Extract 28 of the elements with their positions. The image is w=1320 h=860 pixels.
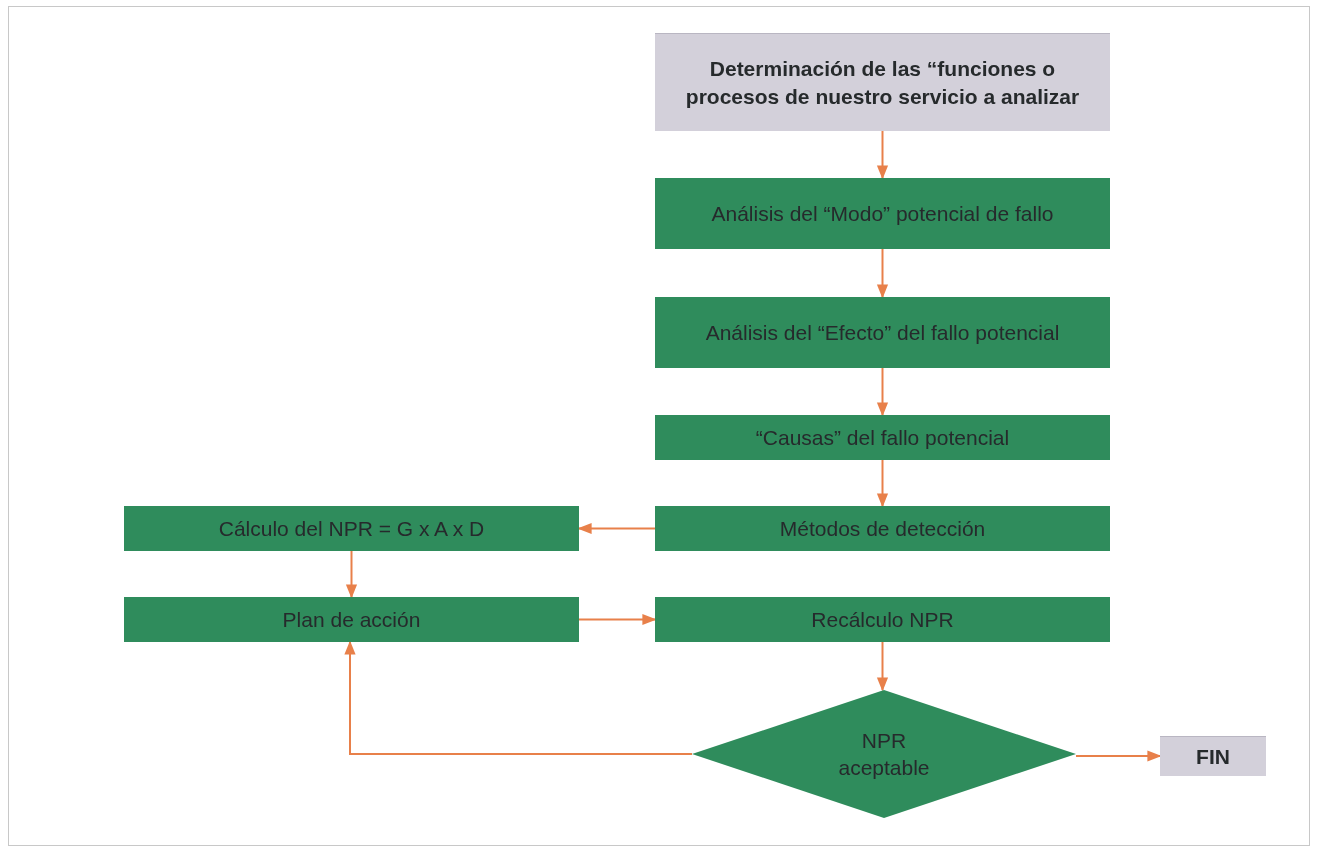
arrow: [876, 641, 889, 692]
node-label: NPR aceptable: [837, 727, 931, 781]
process-box: [655, 178, 1110, 249]
process-box: [655, 415, 1110, 460]
arrow: [344, 640, 693, 755]
arrow: [876, 367, 889, 417]
process-box: [655, 297, 1110, 368]
process-box: [124, 597, 579, 642]
arrow: [578, 613, 657, 626]
node-label: Análisis del “Efecto” del fallo potencial: [705, 319, 1060, 346]
step-box: [655, 33, 1110, 131]
node-label: Plan de acción: [282, 606, 421, 633]
process-box: [124, 506, 579, 551]
node-label: Determinación de las “funciones o procesos de nuestro servicio a analizar: [684, 56, 1081, 110]
node-label: “Causas” del fallo potencial: [755, 424, 1010, 451]
node-label: Cálculo del NPR = G x A x D: [218, 515, 485, 542]
arrow: [876, 459, 889, 508]
process-box: [655, 506, 1110, 551]
node-label: Análisis del “Modo” potencial de fallo: [711, 200, 1054, 227]
node-label: Métodos de detección: [779, 515, 986, 542]
node-label: Recálculo NPR: [811, 606, 954, 633]
arrow: [345, 550, 358, 599]
arrow: [1075, 750, 1162, 762]
arrow: [876, 130, 889, 180]
process-box: [655, 597, 1110, 642]
step-box: [1160, 736, 1266, 776]
node-label: FIN: [1196, 743, 1230, 770]
arrow: [876, 248, 889, 299]
